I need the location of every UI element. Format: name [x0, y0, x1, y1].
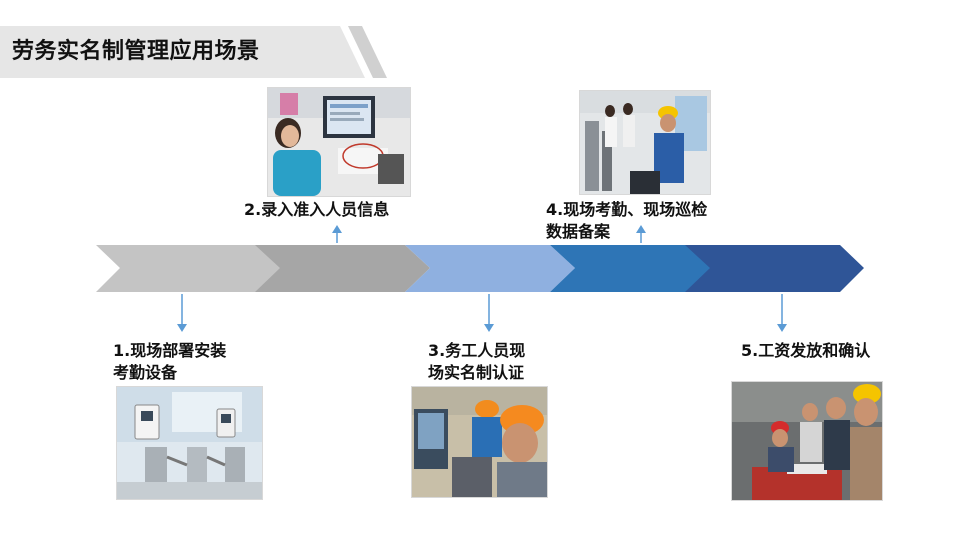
step-3-label-line1: 3.务工人员现 — [428, 341, 526, 360]
timeline-arrow-2 — [255, 245, 430, 292]
step-2-label-line1: 2.录入准入人员信息 — [244, 200, 390, 219]
step-3-label: 3.务工人员现 场实名制认证 — [428, 340, 525, 384]
timeline-arrow-1 — [96, 245, 283, 292]
step-3-label-line2: 场实名制认证 — [428, 363, 525, 382]
worker-registration-computer-photo — [267, 87, 411, 197]
step-4-label-line1: 4.现场考勤、现场巡检 — [546, 200, 708, 219]
step-5-label: 5.工资发放和确认 — [741, 340, 870, 362]
connector-step-2 — [332, 225, 342, 243]
worker-verification-photo — [411, 386, 548, 498]
connector-step-5 — [777, 294, 787, 332]
step-4-label: 4.现场考勤、现场巡检 数据备案 — [546, 199, 707, 243]
title-band-shape — [0, 26, 387, 78]
connector-step-4 — [636, 225, 646, 243]
timeline-arrow-4 — [550, 245, 715, 292]
step-4-label-line2: 数据备案 — [546, 222, 611, 241]
turnstile-attendance-device-photo — [116, 386, 263, 500]
connector-step-3 — [484, 294, 494, 332]
step-1-label: 1.现场部署安装 考勤设备 — [113, 340, 226, 384]
step-1-label-line2: 考勤设备 — [113, 363, 178, 382]
step-2-label: 2.录入准入人员信息 — [244, 199, 389, 221]
timeline-arrow-5 — [685, 245, 864, 292]
timeline-arrow-3 — [405, 245, 575, 292]
site-attendance-inspection-photo — [579, 90, 711, 195]
wage-payment-confirmation-photo — [731, 381, 883, 501]
page-title: 劳务实名制管理应用场景 — [12, 39, 260, 64]
step-5-label-line1: 5.工资发放和确认 — [741, 341, 871, 360]
step-1-label-line1: 1.现场部署安装 — [113, 341, 227, 360]
connector-step-1 — [177, 294, 187, 332]
title-banner: 劳务实名制管理应用场景 — [0, 26, 400, 78]
